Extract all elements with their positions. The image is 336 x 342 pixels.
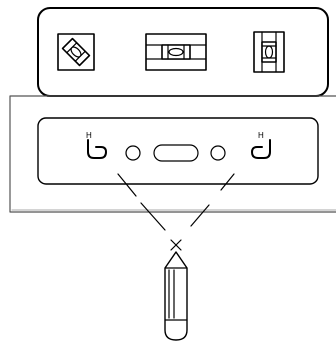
level-modes-panel bbox=[37, 7, 329, 97]
right-hook-icon: H bbox=[251, 131, 271, 159]
level-diagonal-icon bbox=[57, 33, 95, 71]
laser-lines bbox=[117, 173, 235, 231]
center-slot bbox=[153, 144, 199, 162]
right-mount-hole bbox=[210, 145, 226, 161]
level-vertical-icon bbox=[253, 31, 285, 73]
right-hook-label: H bbox=[258, 131, 264, 140]
left-hook-label: H bbox=[86, 131, 92, 140]
left-hook-icon: H bbox=[86, 131, 107, 159]
left-mount-hole bbox=[125, 145, 141, 161]
level-unit-body: H H bbox=[9, 95, 336, 213]
level-horizontal-icon bbox=[145, 33, 207, 71]
pencil-icon bbox=[164, 239, 188, 341]
